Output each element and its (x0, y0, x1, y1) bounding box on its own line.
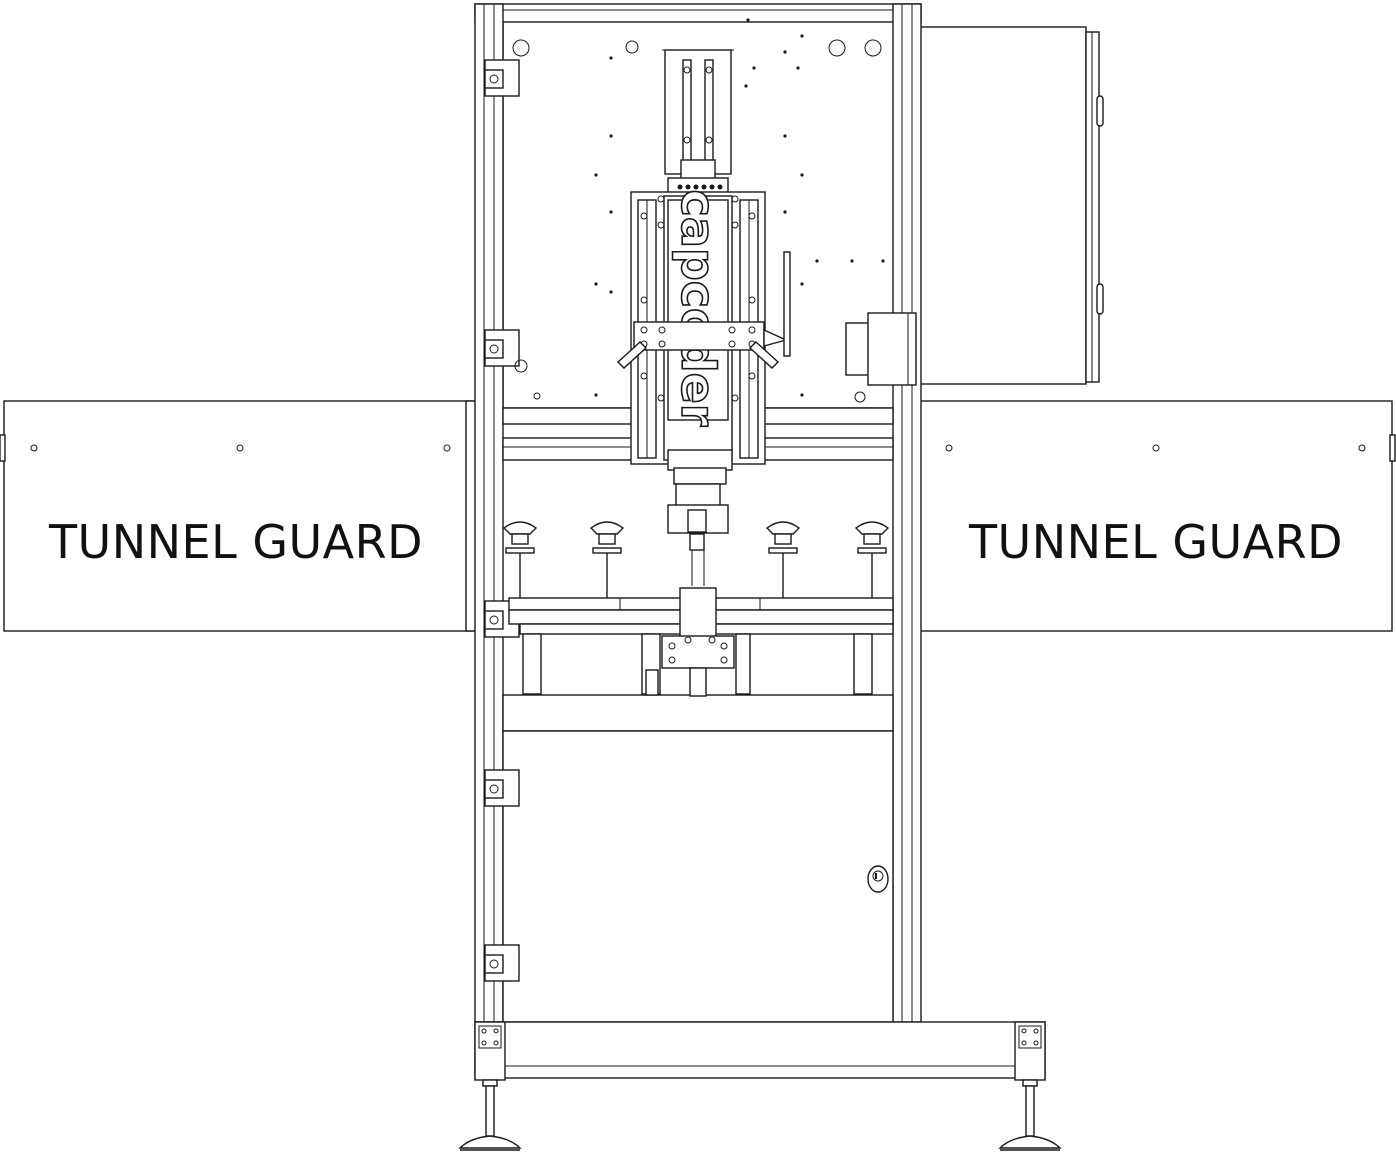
right-tunnel-guard: TUNNEL GUARD (917, 400, 1396, 632)
left-tunnel-guard: TUNNEL GUARD (0, 400, 477, 632)
knob-2 (589, 521, 625, 610)
connector-pins (677, 184, 723, 190)
left-tunnel-guard-label: TUNNEL GUARD (48, 515, 423, 569)
gripper-assembly (508, 587, 894, 697)
knob-1 (502, 521, 538, 610)
hinge-2 (484, 329, 520, 367)
panel-holes (512, 18, 885, 403)
knob-3 (765, 521, 801, 610)
brand-label: capcoder (671, 190, 725, 427)
left-foot (458, 1021, 522, 1151)
control-box (917, 26, 1104, 385)
right-foot (998, 1021, 1062, 1151)
hinge-5 (484, 944, 520, 982)
left-lever (616, 341, 648, 369)
knob-4 (854, 521, 890, 610)
right-lever (748, 328, 789, 369)
capping-head: capcoder (616, 49, 791, 586)
hinge-1 (484, 59, 520, 97)
side-latch (845, 312, 917, 386)
door-hinges (484, 59, 520, 982)
right-tunnel-guard-label: TUNNEL GUARD (968, 515, 1343, 569)
hinge-4 (484, 769, 520, 807)
hinge-3 (484, 600, 520, 638)
